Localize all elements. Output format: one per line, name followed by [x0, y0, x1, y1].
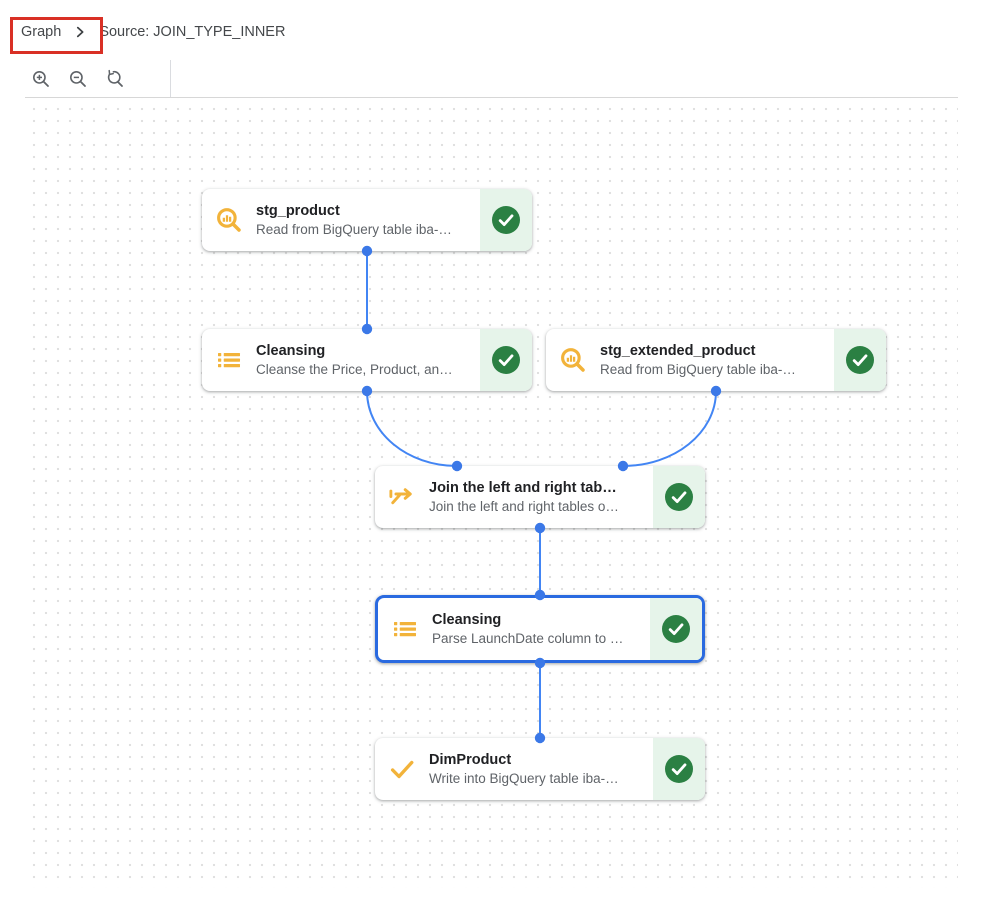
reset-zoom-icon: [105, 69, 125, 89]
success-check-icon: [491, 345, 521, 375]
pipeline-node[interactable]: stg_product Read from BigQuery table iba…: [202, 189, 532, 251]
source-search-icon: [546, 329, 600, 391]
success-check-icon: [845, 345, 875, 375]
chevron-right-icon: [73, 25, 87, 39]
node-subtitle: Join the left and right tables o…: [429, 498, 619, 514]
pipeline-node[interactable]: Cleansing Parse LaunchDate column to …: [375, 595, 705, 663]
node-status-success: [480, 329, 532, 391]
success-check-icon: [661, 614, 691, 644]
node-title: DimProduct: [429, 751, 512, 768]
success-check-icon: [664, 754, 694, 784]
success-check-icon: [664, 482, 694, 512]
list-icon: [202, 329, 256, 391]
zoom-in-icon: [31, 69, 51, 89]
nodes-layer: stg_product Read from BigQuery table iba…: [25, 98, 958, 888]
node-status-success: [650, 598, 702, 660]
pipeline-node[interactable]: stg_extended_product Read from BigQuery …: [546, 329, 886, 391]
node-title: Cleansing: [256, 342, 326, 359]
zoom-out-icon: [68, 69, 88, 89]
node-title: Cleansing: [432, 611, 502, 628]
reset-zoom-button[interactable]: [104, 68, 126, 90]
node-title: stg_extended_product: [600, 342, 756, 359]
toolbar-divider: [170, 60, 171, 97]
pipeline-node[interactable]: DimProduct Write into BigQuery table iba…: [375, 738, 705, 800]
success-check-icon: [491, 205, 521, 235]
zoom-out-button[interactable]: [67, 68, 89, 90]
breadcrumb: Graph Source: JOIN_TYPE_INNER: [21, 24, 285, 40]
pipeline-node[interactable]: Join the left and right tab… Join the le…: [375, 466, 705, 528]
node-title: Join the left and right tab…: [429, 479, 617, 496]
graph-canvas[interactable]: stg_product Read from BigQuery table iba…: [25, 97, 958, 888]
graph-toolbar: [30, 62, 126, 96]
pipeline-node[interactable]: Cleansing Cleanse the Price, Product, an…: [202, 329, 532, 391]
node-status-success: [653, 738, 705, 800]
node-subtitle: Cleanse the Price, Product, an…: [256, 361, 453, 377]
node-subtitle: Write into BigQuery table iba-…: [429, 770, 619, 786]
breadcrumb-graph[interactable]: Graph: [21, 24, 62, 40]
node-title: stg_product: [256, 202, 340, 219]
node-subtitle: Parse LaunchDate column to …: [432, 630, 624, 646]
node-subtitle: Read from BigQuery table iba-…: [256, 221, 452, 237]
breadcrumb-source: Source: JOIN_TYPE_INNER: [99, 24, 286, 40]
node-status-success: [653, 466, 705, 528]
list-icon: [378, 598, 432, 660]
source-search-icon: [202, 189, 256, 251]
zoom-in-button[interactable]: [30, 68, 52, 90]
check-icon: [375, 738, 429, 800]
node-subtitle: Read from BigQuery table iba-…: [600, 361, 796, 377]
join-icon: [375, 466, 429, 528]
node-status-success: [834, 329, 886, 391]
node-status-success: [480, 189, 532, 251]
